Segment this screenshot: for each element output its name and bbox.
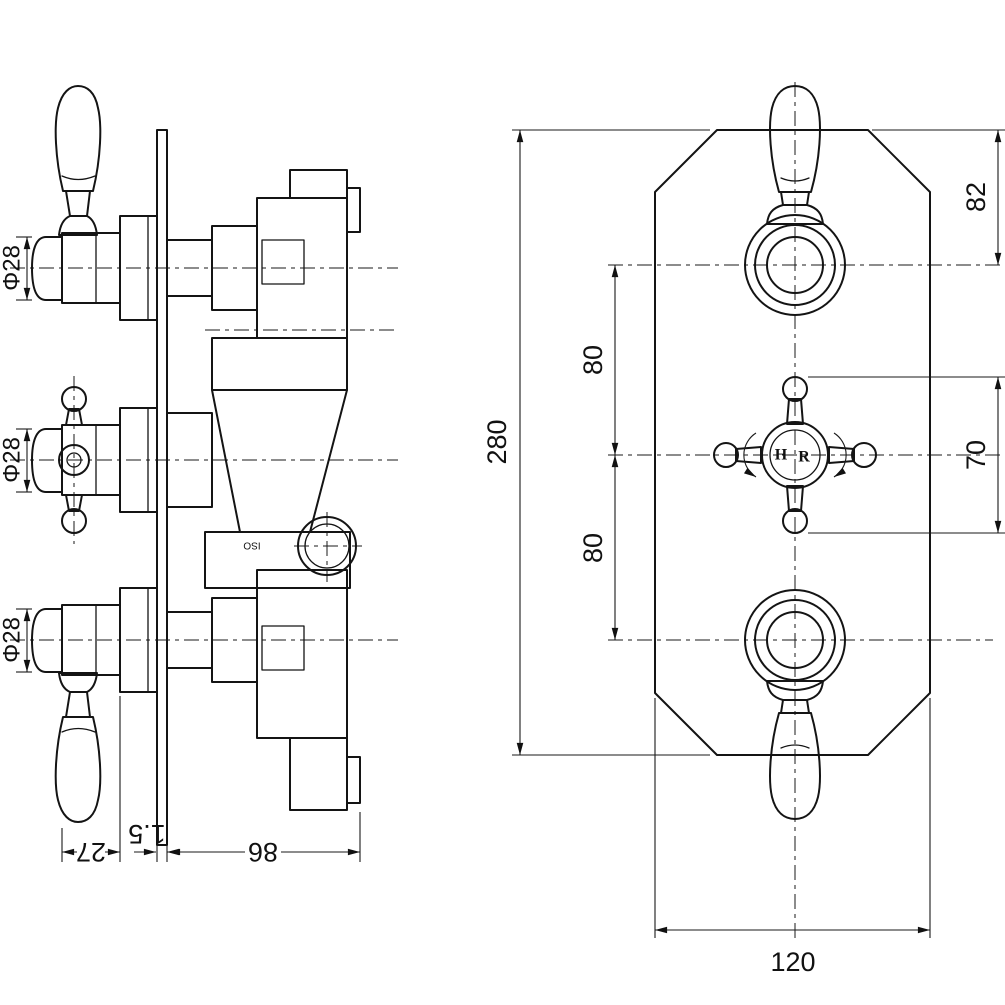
dim-label-82: 82 (961, 182, 991, 212)
body-edge (211, 337, 348, 391)
arm-down-tip (61, 508, 87, 534)
body-edge (166, 412, 213, 508)
arm-right-tip (851, 442, 877, 468)
dim-label-86: 86 (248, 837, 278, 867)
rotation-arrow-left (743, 432, 757, 478)
lever-neck (65, 190, 91, 217)
lever-neck (65, 691, 91, 718)
hub-outer (761, 421, 829, 489)
front-centerlines (608, 82, 1005, 938)
arm-left-tip (713, 442, 739, 468)
hub (31, 428, 63, 493)
lever-down (54, 672, 102, 823)
body-marking-label: ISO (243, 540, 260, 551)
lever-bell (766, 680, 824, 701)
body-detail (261, 239, 305, 285)
label-mask (77, 841, 105, 863)
escutcheon-ring-inner (766, 236, 824, 294)
arm-up-tip (782, 376, 808, 402)
lever-down (766, 680, 824, 820)
front-geometry (654, 85, 931, 820)
dim-label-280: 280 (482, 419, 512, 464)
arm-front (58, 444, 90, 476)
body-edge (289, 737, 348, 811)
arm-front-inner (66, 452, 82, 468)
mixing-funnel (211, 389, 348, 533)
lever-grip (54, 85, 102, 192)
hub-inner (769, 429, 821, 481)
side-geometry (31, 85, 361, 846)
escutcheon-ring-inner (766, 611, 824, 669)
valve-body (166, 169, 361, 811)
lever-up (54, 85, 102, 236)
dim-label-80-lower: 80 (578, 533, 608, 563)
lever-grip (54, 716, 102, 823)
dim-label-phi28-bottom: Φ28 (0, 617, 26, 663)
escutcheon (119, 215, 158, 321)
rotation-arrow-right (833, 432, 847, 478)
station-top (31, 85, 158, 321)
dim-label-80-upper: 80 (578, 345, 608, 375)
dim-label-phi28-top: Φ28 (0, 245, 26, 291)
lever-bell (58, 215, 98, 236)
station-bottom (31, 587, 158, 823)
front-view: H R 280 80 80 82 70 (482, 82, 1005, 977)
grip-ridge (61, 727, 96, 733)
dim-label-1-5: 1.5 (128, 819, 166, 849)
outlet-port (297, 516, 357, 576)
grip-ridge (61, 175, 96, 181)
escutcheon-ring-outer (744, 214, 846, 316)
dim-label-phi28-middle: Φ28 (0, 437, 26, 483)
lower-chamber (204, 531, 351, 589)
cross-handle-side (58, 386, 90, 534)
body-tab-bottom (346, 756, 361, 804)
dim-label-120: 120 (770, 947, 815, 977)
body-edge (289, 169, 348, 199)
hub (31, 236, 63, 301)
label-mask (245, 841, 281, 863)
faceplate-outline (654, 129, 931, 756)
grip-ridge (780, 177, 810, 182)
lever-up (766, 85, 824, 225)
grip-ridge (780, 744, 810, 749)
front-bottom-control (744, 589, 846, 820)
dim-label-27: 27 (76, 837, 106, 867)
escutcheon-ring-outer (744, 589, 846, 691)
front-dimensions: 280 80 80 82 70 120 (482, 129, 1005, 977)
hub-letter-hot: H (775, 447, 788, 464)
front-middle-control (713, 376, 877, 534)
body-detail (261, 625, 305, 671)
station-middle (31, 386, 158, 534)
wall-plate (156, 129, 168, 846)
side-view: ISO Φ28 Φ28 Φ28 27 (0, 85, 398, 867)
side-dimensions: Φ28 Φ28 Φ28 27 1.5 86 (0, 236, 361, 867)
body-edge (256, 569, 348, 739)
outlet-port-inner (304, 523, 350, 569)
hub-letter-cold: R (798, 449, 810, 466)
lever-bell (58, 672, 98, 693)
front-top-control (744, 85, 846, 316)
body-tab-top (346, 187, 361, 233)
arm-up-tip (61, 386, 87, 412)
lever-bell (766, 204, 824, 225)
lever-grip (769, 712, 821, 820)
dim-label-70: 70 (961, 440, 991, 470)
hub (31, 608, 63, 673)
lever-grip (769, 85, 821, 193)
arm-down-tip (782, 508, 808, 534)
escutcheon (119, 407, 158, 513)
escutcheon (119, 587, 158, 693)
